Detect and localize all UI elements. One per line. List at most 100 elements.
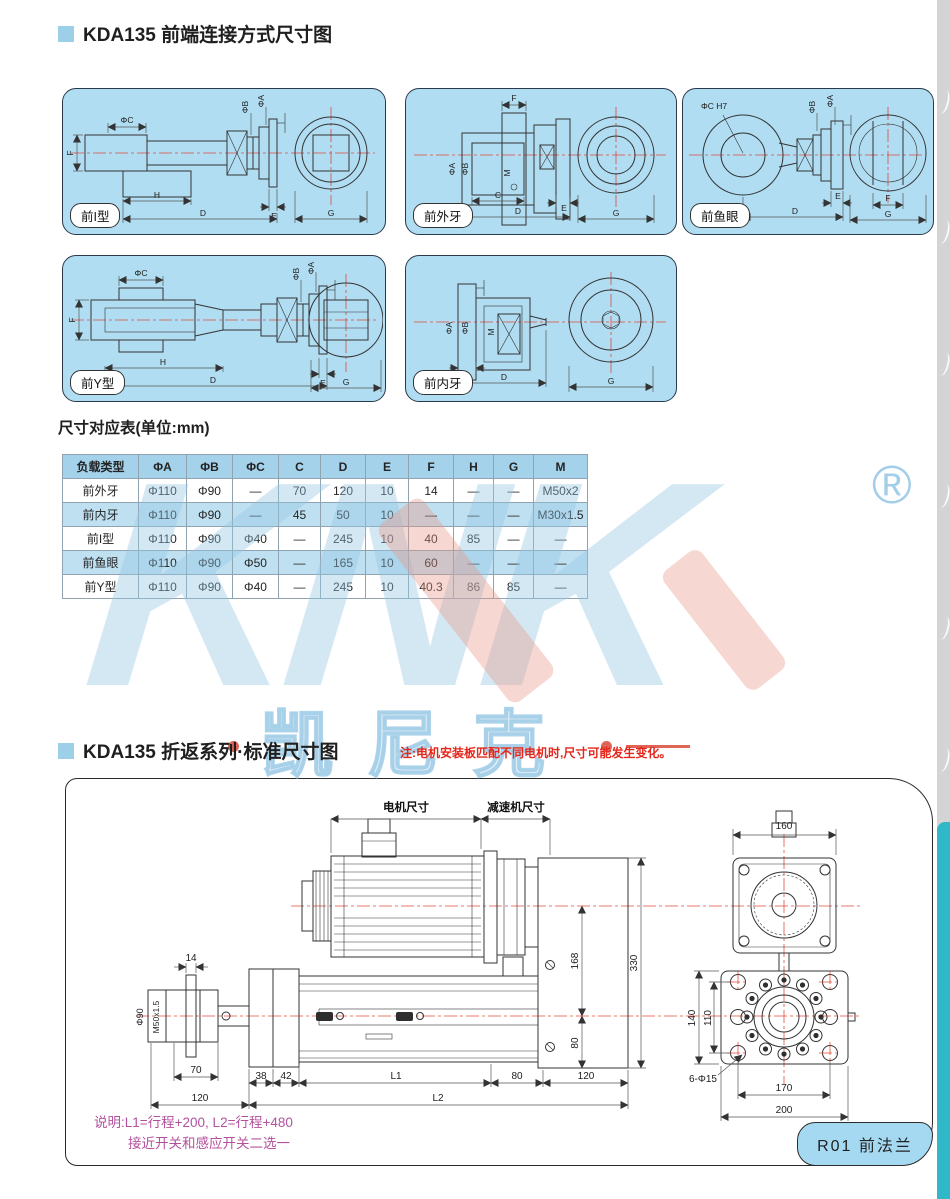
side-view bbox=[702, 114, 852, 196]
dim-label-70: 70 bbox=[190, 1065, 202, 1076]
table-cell: 70 bbox=[278, 478, 321, 503]
front-view-dimensions: 160 140 110 6-Φ15 170 200 bbox=[687, 821, 849, 1121]
table-cell: 165 bbox=[320, 550, 366, 575]
dim-label-phi90: Φ90 bbox=[135, 1008, 145, 1025]
front-y-type-drawing: ΦC F ΦB ΦA H E D bbox=[67, 261, 383, 392]
dim-phiC: ΦC bbox=[135, 268, 148, 278]
table-cell: — bbox=[493, 550, 534, 575]
dim-E: E bbox=[835, 191, 841, 201]
table-header-cell: ΦB bbox=[186, 454, 233, 479]
dim-phiA: ΦA bbox=[306, 261, 316, 274]
table-header-cell: D bbox=[320, 454, 366, 479]
table-cell: — bbox=[453, 478, 494, 503]
model-corner-tag: R01 前法兰 bbox=[797, 1122, 933, 1166]
panel-label: 前Y型 bbox=[70, 370, 126, 395]
table-cell: — bbox=[408, 502, 454, 527]
table-cell: — bbox=[232, 502, 279, 527]
table-cell: 245 bbox=[320, 526, 366, 551]
table-cell: — bbox=[278, 526, 321, 551]
dim-H: H bbox=[160, 357, 166, 367]
dim-F: F bbox=[885, 193, 890, 203]
dim-H: H bbox=[154, 190, 160, 200]
stroke-formula-note: 说明:L1=行程+200, L2=行程+480 接近开关和感应开关二选一 bbox=[94, 1113, 293, 1155]
dim-label-80v: 80 bbox=[570, 1037, 581, 1049]
dim-phiC: ΦC H7 bbox=[701, 101, 727, 111]
side-view-drawing: Φ90 M50x1.5 bbox=[135, 818, 629, 1069]
dim-phiC: ΦC bbox=[121, 115, 134, 125]
front-fisheye-drawing: ΦC H7 ΦB ΦA D E F bbox=[689, 94, 927, 224]
table-cell: Φ40 bbox=[232, 526, 279, 551]
dim-label-L2: L2 bbox=[432, 1093, 444, 1104]
dim-label-38: 38 bbox=[255, 1071, 267, 1082]
page-curl-mark bbox=[935, 483, 950, 509]
table-cell: 前I型 bbox=[62, 526, 139, 551]
dim-label-160: 160 bbox=[776, 821, 793, 832]
dim-M: M bbox=[502, 169, 512, 176]
table-header-cell: M bbox=[533, 454, 588, 479]
dim-G: G bbox=[328, 208, 335, 218]
table-cell: 60 bbox=[408, 550, 454, 575]
table-cell: — bbox=[278, 574, 321, 599]
dim-D: D bbox=[210, 375, 216, 385]
dim-label-330: 330 bbox=[629, 954, 640, 971]
page-edge-strip bbox=[935, 0, 950, 1199]
table-cell: Φ110 bbox=[138, 502, 187, 527]
motor-plate-note: 注:电机安装板匹配不同电机时,尺寸可能发生变化。 bbox=[400, 746, 672, 760]
standard-dimension-drawing-frame: Φ90 M50x1.5 电机尺寸 减速机尺寸 14 bbox=[65, 778, 933, 1166]
table-cell: M30x1.5 bbox=[533, 502, 588, 527]
table-cell: 前内牙 bbox=[62, 502, 139, 527]
panel-label: 前外牙 bbox=[413, 203, 473, 228]
table-cell: Φ90 bbox=[186, 526, 233, 551]
table-cell: Φ110 bbox=[138, 550, 187, 575]
table-cell: 14 bbox=[408, 478, 454, 503]
table-cell: 前外牙 bbox=[62, 478, 139, 503]
table-header-cell: 负载类型 bbox=[62, 454, 139, 479]
dim-label-110: 110 bbox=[703, 1010, 714, 1026]
watermark-registered-mark: ® bbox=[872, 455, 912, 515]
dim-phiA: ΦA bbox=[256, 94, 266, 107]
front-external-thread-drawing: F ΦA ΦB M C D E G bbox=[414, 93, 666, 226]
dim-G: G bbox=[343, 377, 350, 387]
dim-label-140: 140 bbox=[687, 1009, 698, 1026]
dim-D: D bbox=[792, 206, 798, 216]
table-cell: — bbox=[453, 502, 494, 527]
table-cell: 86 bbox=[453, 574, 494, 599]
table-cell: 前鱼眼 bbox=[62, 550, 139, 575]
page-curl-mark bbox=[935, 615, 950, 641]
table-cell: 10 bbox=[365, 478, 409, 503]
dim-G: G bbox=[608, 376, 615, 386]
side-view-dimensions: 电机尺寸 减速机尺寸 14 70 38 bbox=[150, 800, 646, 1109]
stroke-formula-line1: 说明:L1=行程+200, L2=行程+480 bbox=[94, 1115, 293, 1131]
panel-label: 前内牙 bbox=[413, 370, 473, 395]
table-header-cell: H bbox=[453, 454, 494, 479]
page-curl-mark bbox=[935, 747, 950, 773]
table-cell: Φ50 bbox=[232, 550, 279, 575]
dim-F: F bbox=[511, 93, 516, 103]
table-cell: 10 bbox=[365, 574, 409, 599]
front-view-drawing bbox=[720, 810, 856, 1065]
stroke-formula-line2: 接近开关和感应开关二选一 bbox=[128, 1136, 290, 1152]
table-cell: — bbox=[453, 550, 494, 575]
table-cell: 40 bbox=[408, 526, 454, 551]
watermark-pink-swoosh bbox=[658, 546, 790, 694]
table-header-cell: ΦA bbox=[138, 454, 187, 479]
dim-label-200: 200 bbox=[776, 1105, 793, 1116]
section2-title: KDA135 折返系列·标准尺寸图 bbox=[58, 737, 338, 764]
table-cell: 85 bbox=[453, 526, 494, 551]
table-cell: — bbox=[278, 550, 321, 575]
table-cell: 245 bbox=[320, 574, 366, 599]
table-title: 尺寸对应表(单位:mm) bbox=[58, 420, 210, 437]
standard-dimension-drawing: Φ90 M50x1.5 电机尺寸 减速机尺寸 14 bbox=[135, 800, 861, 1121]
table-header-cell: F bbox=[408, 454, 454, 479]
panel-front-internal-thread: ΦA ΦB M E D G 前内牙 bbox=[405, 255, 677, 402]
table-cell: — bbox=[533, 574, 588, 599]
dim-D: D bbox=[501, 372, 507, 382]
table-cell: Φ90 bbox=[186, 574, 233, 599]
table-cell: 85 bbox=[493, 574, 534, 599]
